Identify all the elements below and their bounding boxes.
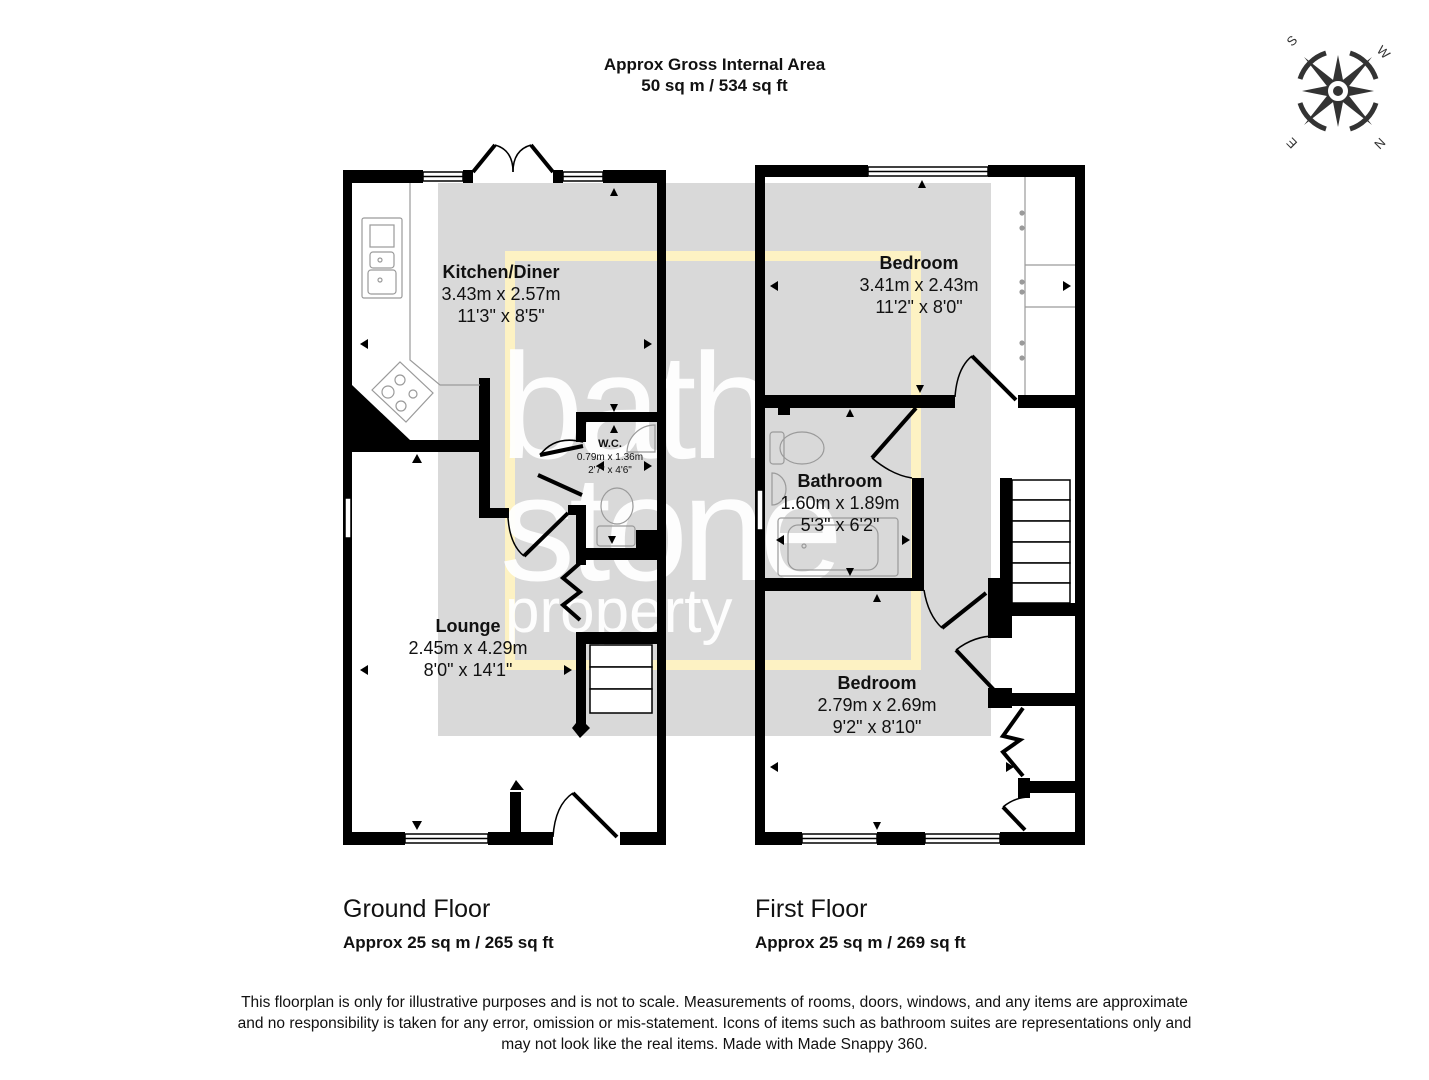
ground-floor-windows (344, 171, 604, 844)
french-doors (471, 143, 555, 174)
gross-area-heading: Approx Gross Internal Area (603, 55, 826, 74)
room-label-kitchen-diner: Kitchen/Diner 3.43m x 2.57m 11'3" x 8'5" (411, 261, 591, 327)
svg-text:S: S (1284, 32, 1301, 49)
first-floor-area: Approx 25 sq m / 269 sq ft (755, 933, 966, 952)
room-imperial: 11'2" x 8'0" (875, 297, 963, 317)
ground-floor-area: Approx 25 sq m / 265 sq ft (343, 933, 554, 952)
room-metric: 2.45m x 4.29m (408, 638, 528, 658)
room-metric: 1.60m x 1.89m (780, 493, 900, 513)
watermark-logo: bath stone property (500, 322, 843, 646)
svg-text:E: E (1283, 135, 1300, 152)
room-name: W.C. (598, 438, 622, 450)
bathroom-fixtures (769, 431, 899, 577)
room-imperial: 11'3" x 8'5" (457, 306, 545, 326)
room-metric: 0.79m x 1.36m (576, 452, 644, 463)
room-imperial: 5'3" x 6'2" (800, 515, 880, 535)
wardrobe (1019, 177, 1075, 395)
watermark-panel (438, 183, 991, 736)
wc-fixtures (596, 424, 656, 547)
first-floor-title: First Floor (755, 895, 868, 923)
room-name: Lounge (435, 616, 501, 636)
svg-text:N: N (1371, 135, 1388, 152)
ground-floor-stairs (589, 644, 653, 714)
room-name: Kitchen/Diner (442, 262, 560, 282)
first-floor-stairs (1011, 479, 1071, 604)
watermark-frame (505, 251, 921, 670)
room-label-lounge: Lounge 2.45m x 4.29m 8'0" x 14'1" (378, 615, 558, 681)
disclaimer: This floorplan is only for illustrative … (150, 992, 1279, 1055)
room-imperial: 8'0" x 14'1" (423, 660, 513, 680)
room-name: Bedroom (837, 673, 917, 693)
gross-area-title: Approx Gross Internal Area 50 sq m / 534… (0, 54, 1429, 96)
room-imperial: 2'7" x 4'6" (588, 465, 632, 476)
first-floor-doors (870, 354, 1031, 832)
disclaimer-line-1: This floorplan is only for illustrative … (241, 994, 1188, 1011)
disclaimer-line-2: and no responsibility is taken for any e… (237, 1015, 1192, 1032)
room-label-bedroom-1: Bedroom 3.41m x 2.43m 11'2" x 8'0" (829, 252, 1009, 318)
room-label-wc: W.C. 0.79m x 1.36m 2'7" x 4'6" (565, 438, 655, 477)
compass-rose-icon: S W N E (1283, 32, 1394, 152)
svg-text:W: W (1374, 43, 1394, 63)
dimension-arrows (360, 180, 1071, 830)
room-metric: 3.43m x 2.57m (441, 284, 561, 304)
ground-floor-doors (507, 439, 619, 839)
room-metric: 2.79m x 2.69m (817, 695, 937, 715)
svg-text:bath: bath (500, 322, 768, 490)
first-floor-windows (756, 166, 1001, 844)
room-name: Bathroom (797, 471, 883, 491)
room-imperial: 9'2" x 8'10" (832, 717, 922, 737)
room-label-bathroom: Bathroom 1.60m x 1.89m 5'3" x 6'2" (760, 470, 920, 536)
room-metric: 3.41m x 2.43m (859, 275, 979, 295)
gross-area-value: 50 sq m / 534 sq ft (641, 76, 788, 95)
kitchen-fixtures (361, 183, 480, 423)
ground-floor-title: Ground Floor (343, 895, 491, 923)
room-label-bedroom-2: Bedroom 2.79m x 2.69m 9'2" x 8'10" (787, 672, 967, 738)
room-name: Bedroom (879, 253, 959, 273)
disclaimer-line-3: may not look like the real items. Made w… (501, 1036, 928, 1053)
